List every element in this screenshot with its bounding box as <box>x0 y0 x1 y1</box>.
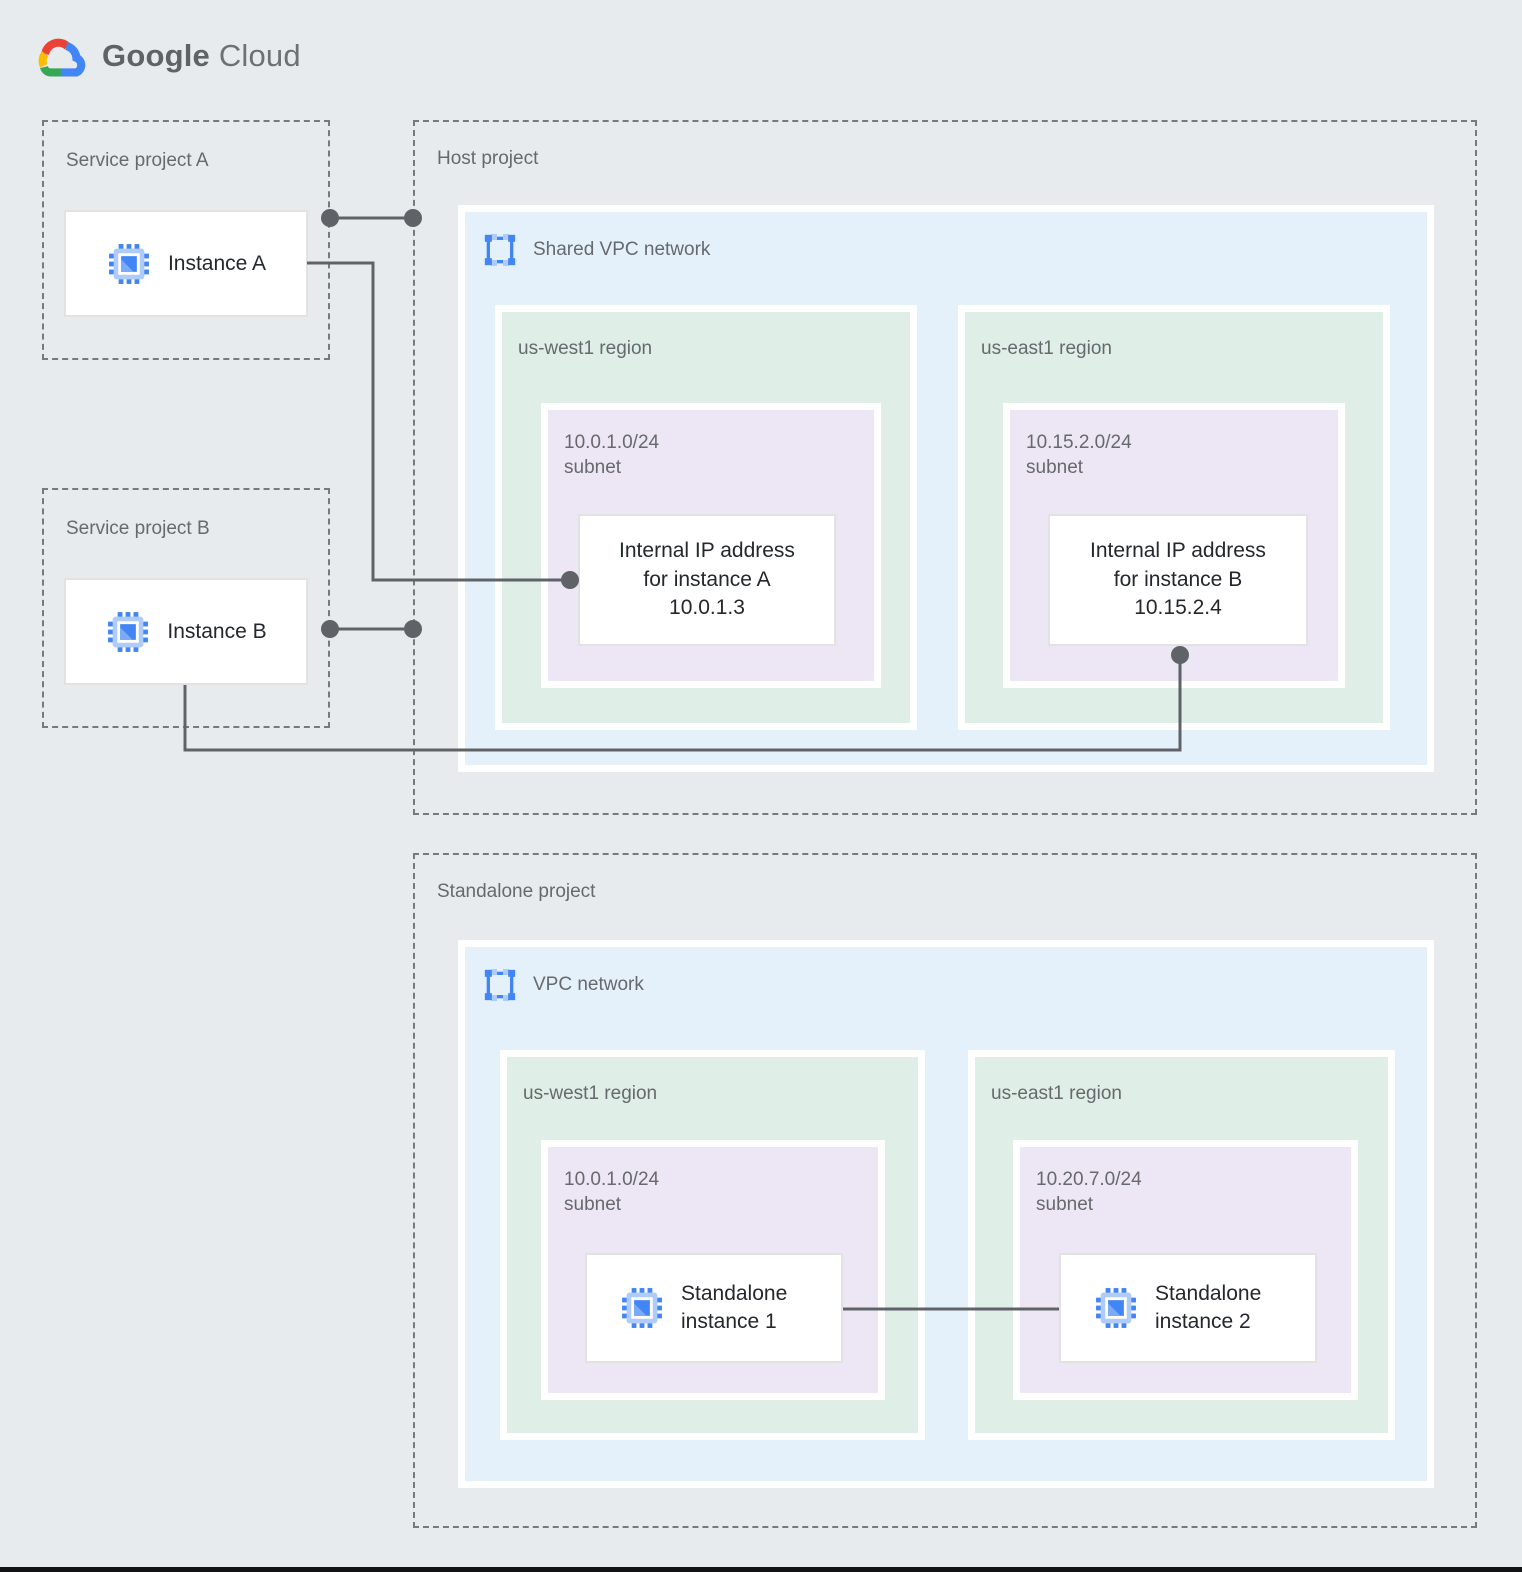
standalone-subnet-2-word: subnet <box>1036 1194 1094 1216</box>
host-region-us-east1-box: us-east1 region 10.15.2.0/24 subnet Inte… <box>958 305 1390 730</box>
logo-brand-text: Google <box>102 38 210 73</box>
ip-a-line-1: Internal IP address <box>619 538 795 562</box>
standalone-instance-2-label: Standalone instance 2 <box>1155 1281 1262 1333</box>
ip-b-line-1: Internal IP address <box>1090 538 1266 562</box>
instance-b-label: Instance B <box>167 619 267 643</box>
host-project-box: Host project Shared VPC network us-west1… <box>413 120 1477 815</box>
ip-b-line-3: 10.15.2.4 <box>1134 596 1222 620</box>
host-subnet-b-label: 10.15.2.0/24 subnet <box>1026 430 1132 480</box>
instance-b-icon-slot <box>105 609 151 655</box>
vpc-network-box: VPC network us-west1 region 10.0.1.0/24 … <box>458 940 1434 1488</box>
host-subnet-a-box: 10.0.1.0/24 subnet Internal IP address f… <box>541 403 881 688</box>
compute-engine-icon <box>622 1288 662 1328</box>
shared-vpc-network-label: Shared VPC network <box>533 239 711 260</box>
shared-vpc-network-box: Shared VPC network us-west1 region 10.0.… <box>458 205 1434 772</box>
standalone-subnet-2-label: 10.20.7.0/24 subnet <box>1036 1167 1142 1217</box>
service-project-a-label: Service project A <box>66 150 209 171</box>
host-subnet-b-cidr: 10.15.2.0/24 <box>1026 432 1132 453</box>
standalone-project-box: Standalone project VPC network us-west1 … <box>413 853 1477 1528</box>
instance-b-card: Instance B <box>64 578 308 685</box>
internal-ip-a-card: Internal IP address for instance A 10.0.… <box>578 514 836 646</box>
standalone-region-us-west1-label: us-west1 region <box>523 1083 658 1104</box>
standalone-instance-2-card: Standalone instance 2 <box>1059 1253 1317 1363</box>
vpc-network-header: VPC network <box>480 965 644 1005</box>
host-region-us-west1-label: us-west1 region <box>518 338 653 359</box>
ip-b-line-2: for instance B <box>1113 567 1243 591</box>
standalone-region-us-east1-label: us-east1 region <box>991 1083 1122 1104</box>
standalone-subnet-1-box: 10.0.1.0/24 subnet S <box>541 1140 885 1400</box>
standalone-subnet-1-cidr: 10.0.1.0/24 <box>564 1169 660 1190</box>
standalone-instance-1-card: Standalone instance 1 <box>585 1253 843 1363</box>
instance-a-card: Instance A <box>64 210 308 317</box>
standalone-subnet-2-cidr: 10.20.7.0/24 <box>1036 1169 1142 1190</box>
host-subnet-b-box: 10.15.2.0/24 subnet Internal IP address … <box>1003 403 1345 688</box>
google-cloud-wordmark: Google Cloud <box>102 38 301 74</box>
compute-engine-icon <box>108 611 149 652</box>
standalone-subnet-1-word: subnet <box>564 1194 622 1216</box>
service-project-b-label: Service project B <box>66 518 210 539</box>
standalone-instance-2-icon-slot <box>1093 1285 1139 1331</box>
vpc-network-icon <box>484 969 516 1001</box>
host-subnet-b-word: subnet <box>1026 457 1084 479</box>
shared-vpc-icon-slot <box>480 230 520 270</box>
standalone-project-label: Standalone project <box>437 881 596 902</box>
standalone-region-us-east1-box: us-east1 region 10.20.7.0/24 subnet <box>968 1050 1395 1440</box>
host-project-label: Host project <box>437 148 539 169</box>
internal-ip-b-card: Internal IP address for instance B 10.15… <box>1048 514 1308 646</box>
compute-engine-icon <box>1096 1288 1136 1328</box>
ip-a-line-3: 10.0.1.3 <box>669 596 745 620</box>
standalone-subnet-2-box: 10.20.7.0/24 subnet <box>1013 1140 1358 1400</box>
service-project-b-box: Service project B Instance B <box>42 488 330 728</box>
standalone-instance-1-icon-slot <box>619 1285 665 1331</box>
host-subnet-a-word: subnet <box>564 457 622 479</box>
host-region-us-west1-box: us-west1 region 10.0.1.0/24 subnet Inter… <box>495 305 917 730</box>
vpc-network-label: VPC network <box>533 974 644 995</box>
host-region-us-east1-label: us-east1 region <box>981 338 1112 359</box>
standalone-instance-1-label: Standalone instance 1 <box>681 1281 788 1333</box>
vpc-icon-slot <box>480 965 520 1005</box>
google-cloud-icon <box>38 38 86 77</box>
logo-product-text: Cloud <box>218 38 301 73</box>
screenshot-bottom-edge <box>0 1567 1522 1572</box>
standalone-region-us-west1-box: us-west1 region 10.0.1.0/24 subnet <box>500 1050 925 1440</box>
service-project-a-box: Service project A Instance A <box>42 120 330 360</box>
ip-a-line-2: for instance A <box>643 567 771 591</box>
compute-engine-icon <box>109 243 149 284</box>
vpc-network-icon <box>484 234 516 266</box>
host-subnet-a-cidr: 10.0.1.0/24 <box>564 432 660 453</box>
instance-a-label: Instance A <box>167 251 267 275</box>
instance-a-icon-slot <box>106 241 152 287</box>
host-subnet-a-label: 10.0.1.0/24 subnet <box>564 430 659 480</box>
shared-vpc-network-header: Shared VPC network <box>480 230 710 270</box>
google-cloud-logo: Google Cloud <box>34 34 301 78</box>
standalone-subnet-1-label: 10.0.1.0/24 subnet <box>564 1167 659 1217</box>
